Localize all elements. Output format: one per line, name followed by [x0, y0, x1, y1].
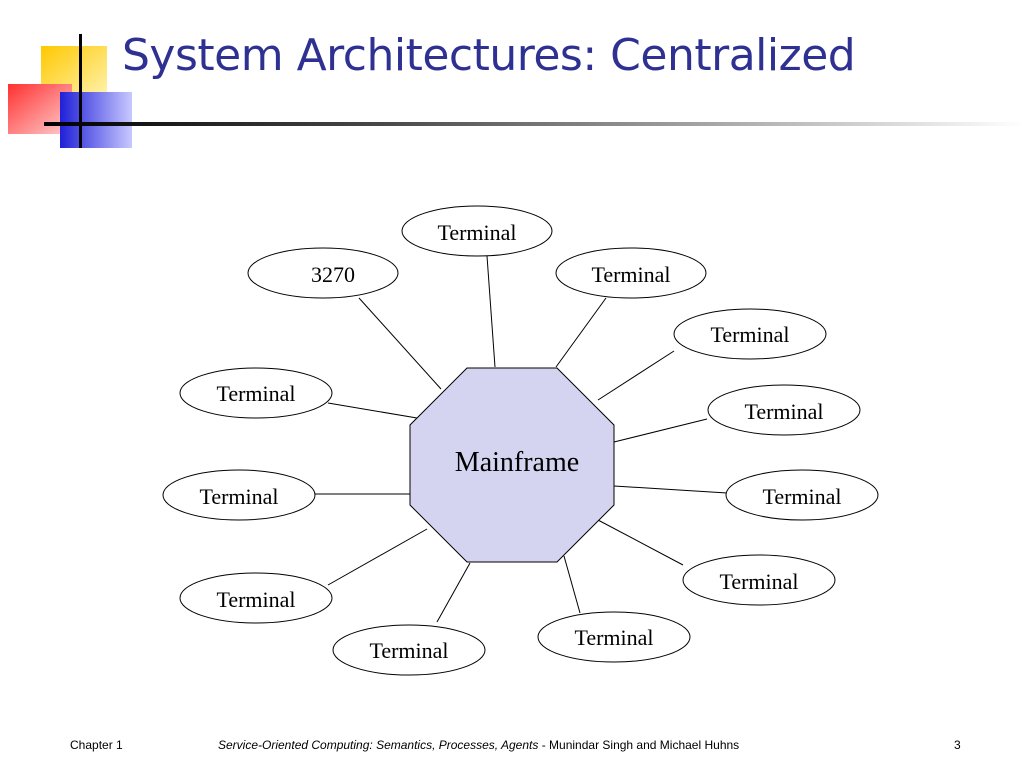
architecture-diagram: Mainframe Terminal 3270 Terminal Termina…: [162, 205, 879, 676]
label-terminal-right-upper: Terminal: [710, 322, 789, 347]
connector-terminal-top: [486, 255, 496, 368]
node-terminal-left-upper: [179, 367, 333, 419]
footer-citation: Service-Oriented Computing: Semantics, P…: [218, 738, 739, 752]
footer-separator: -: [538, 738, 550, 752]
node-terminal-right-middle: [707, 384, 861, 436]
mainframe-octagon: [409, 367, 615, 563]
label-terminal-top-right: Terminal: [591, 262, 670, 287]
node-terminal-top-right: [555, 247, 707, 299]
connector-terminal-top-right: [555, 297, 607, 368]
connector-terminal-right-lower: [613, 485, 728, 494]
node-terminal-left-lower: [179, 572, 333, 624]
label-terminal-top: Terminal: [437, 220, 516, 245]
node-terminal-right-lower: [725, 469, 879, 521]
connector-3270: [358, 297, 442, 390]
connector-terminal-bottom-left: [436, 562, 471, 623]
connectors: [315, 255, 728, 623]
footer-book-title: Service-Oriented Computing: Semantics, P…: [218, 738, 539, 752]
deco-blue-square: [60, 92, 132, 148]
node-terminal-bottom-right: [537, 611, 691, 663]
node-terminal-right-upper: [673, 308, 827, 360]
deco-vertical-line: [79, 34, 82, 148]
page-title: System Architectures: Centralized: [122, 30, 856, 81]
footer-chapter: Chapter 1: [70, 738, 123, 752]
footer-authors: Munindar Singh and Michael Huhns: [549, 738, 740, 752]
node-terminal-top: [401, 205, 553, 257]
title-underline: [44, 122, 1024, 126]
label-terminal-bottom-right: Terminal: [574, 625, 653, 650]
connector-terminal-right-middle: [613, 418, 708, 443]
label-terminal-left-middle: Terminal: [199, 484, 278, 509]
terminal-labels: Terminal 3270 Terminal Terminal Terminal…: [199, 220, 841, 663]
connector-terminal-right-upper: [597, 350, 675, 401]
connector-terminal-bottom-right-outer: [597, 519, 684, 566]
node-terminal-bottom-right-outer: [682, 554, 836, 606]
label-terminal-left-lower: Terminal: [216, 587, 295, 612]
connector-terminal-bottom-right: [563, 555, 581, 614]
mainframe-node: Mainframe: [409, 367, 615, 563]
label-terminal-bottom-right-outer: Terminal: [719, 569, 798, 594]
label-terminal-left-upper: Terminal: [216, 381, 295, 406]
label-terminal-right-middle: Terminal: [744, 399, 823, 424]
mainframe-label: Mainframe: [455, 447, 579, 478]
footer-page-number: 3: [954, 738, 961, 752]
connector-terminal-left-upper: [327, 402, 418, 419]
label-terminal-bottom-left: Terminal: [369, 638, 448, 663]
corner-decoration: [8, 34, 1024, 148]
node-terminal-bottom-left: [332, 624, 486, 676]
node-terminal-left-middle: [162, 469, 316, 521]
connector-terminal-left-lower: [327, 528, 428, 586]
node-3270: [247, 247, 399, 299]
label-3270: 3270: [311, 262, 355, 287]
terminal-nodes: [162, 205, 879, 676]
label-terminal-right-lower: Terminal: [762, 484, 841, 509]
